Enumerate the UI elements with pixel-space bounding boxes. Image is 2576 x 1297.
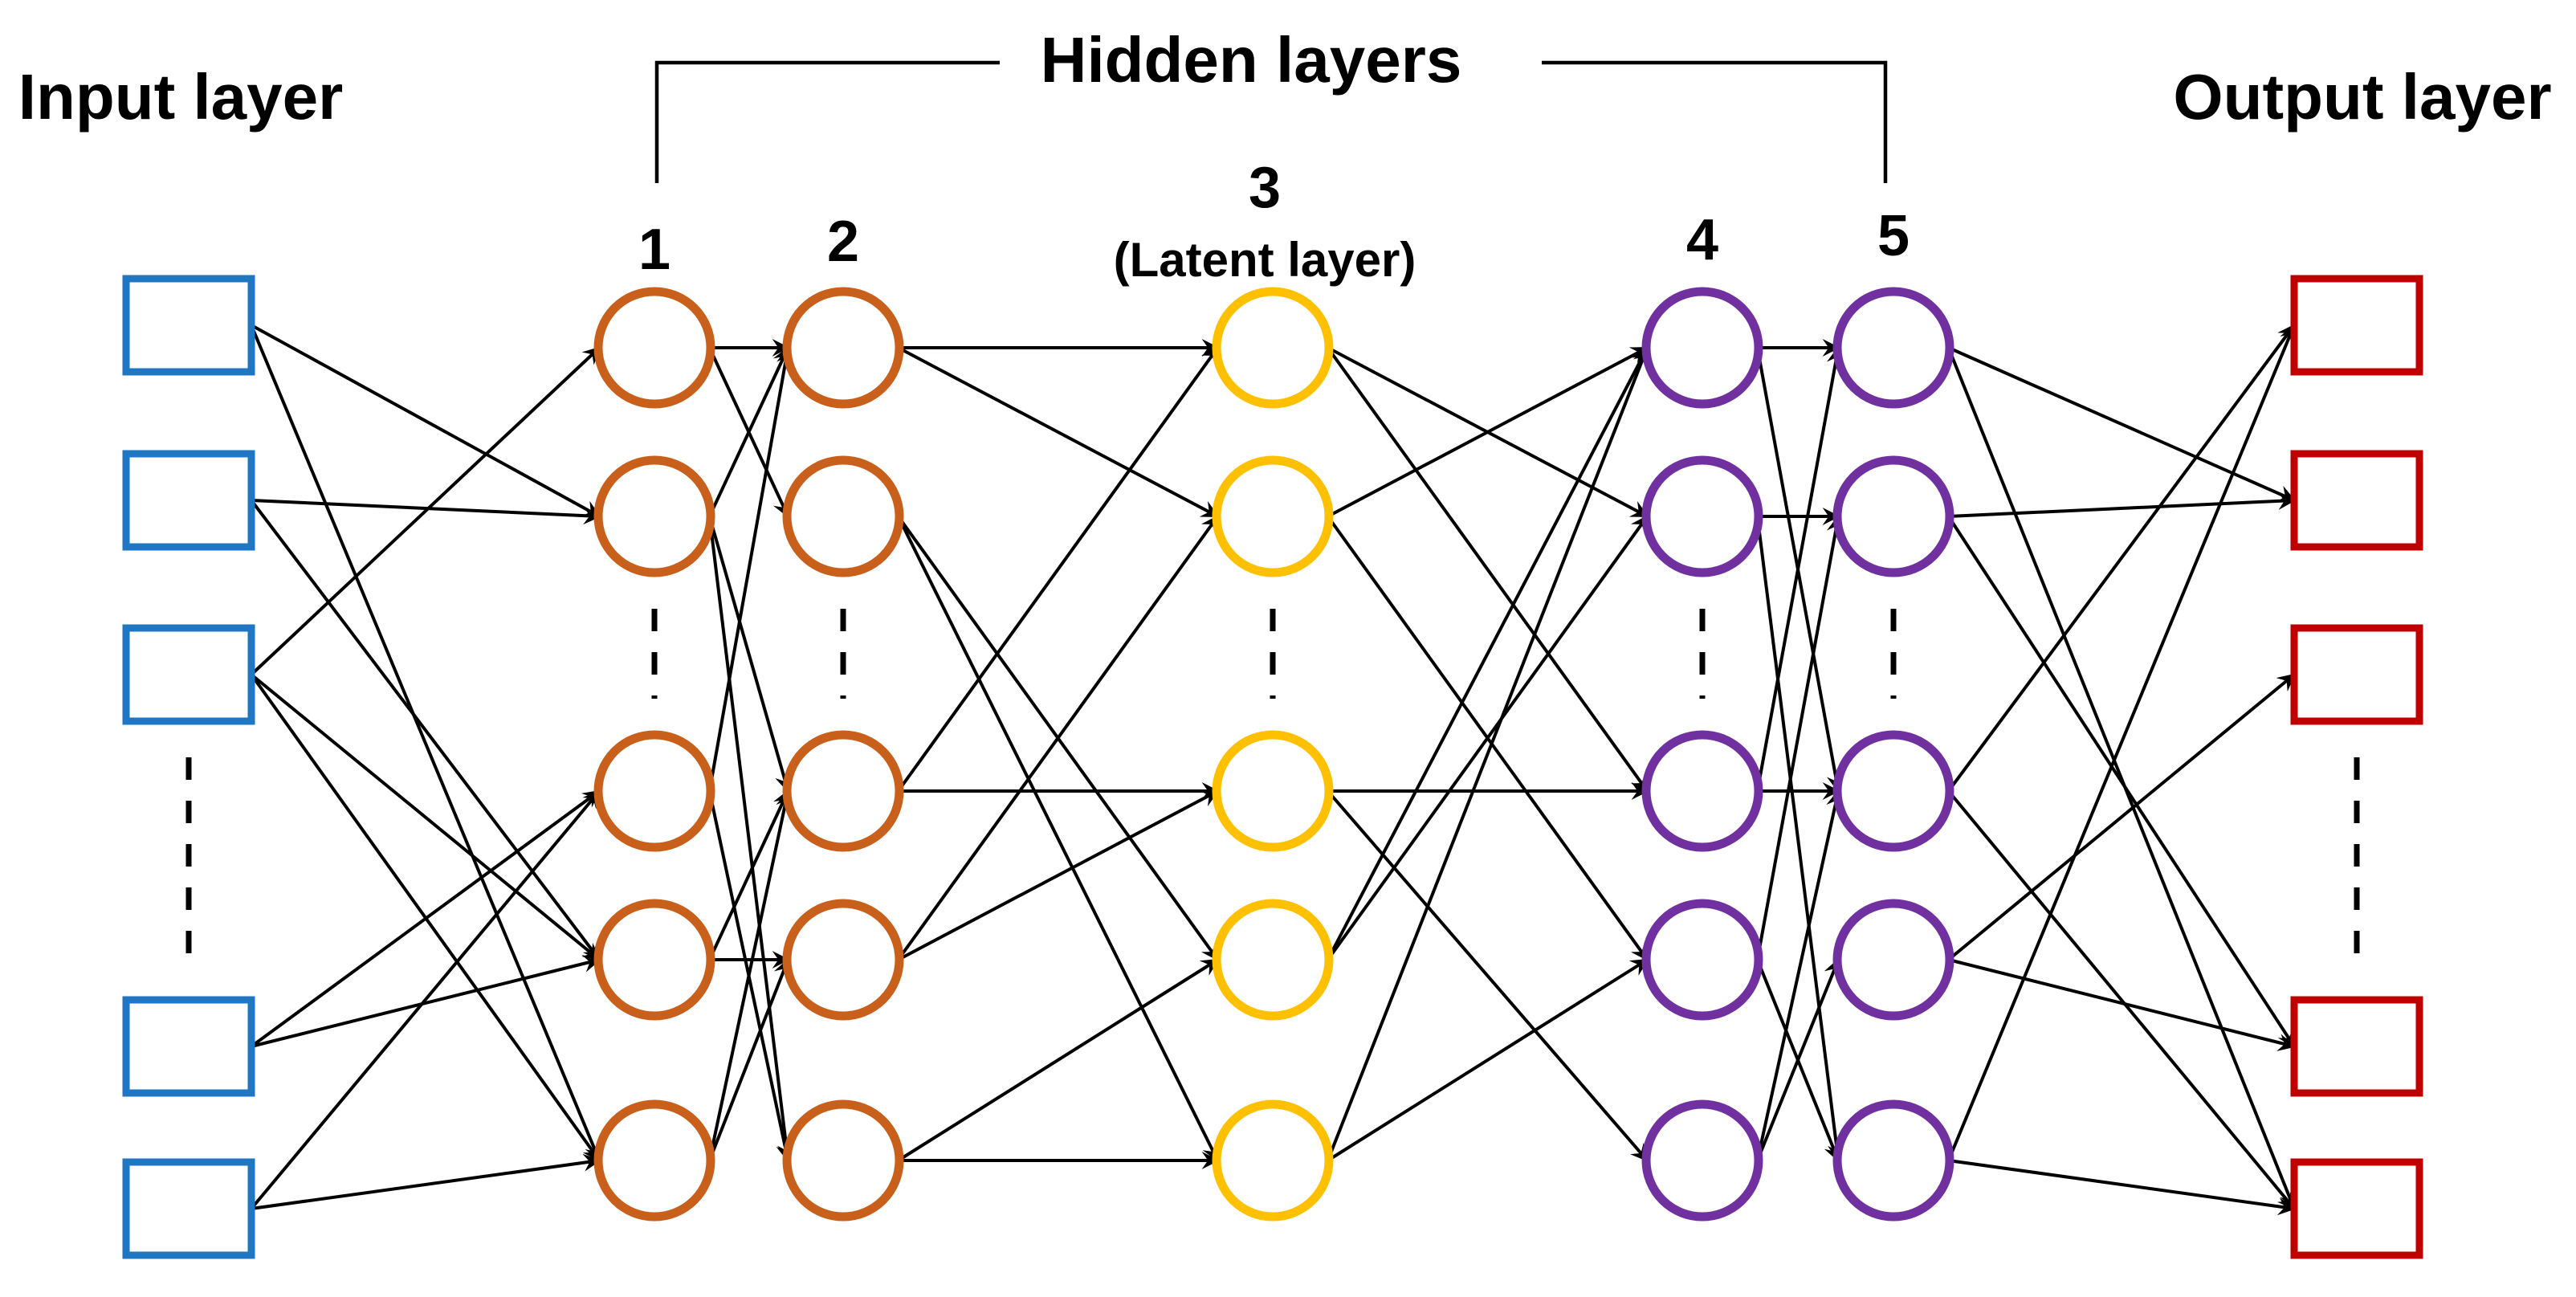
layer-2-label: 2 [827,210,859,274]
h3-node-3 [1212,899,1334,1021]
connection-arrow [1947,673,2296,961]
connection-arrow [707,516,793,793]
h5-node-1 [1832,455,1954,577]
h5-node-2 [1832,730,1954,852]
input-node-2 [122,624,255,725]
connection-arrow [1326,346,1649,793]
connection-arrow [707,957,791,1161]
layer-3-label: 3 [1249,156,1281,220]
connection-arrow [251,324,601,518]
input-layer-label: Input layer [18,61,344,133]
connection-arrow [1326,346,1649,961]
connection-arrow [707,789,790,961]
connections-group [250,323,2297,1216]
connection-arrow [1946,515,2296,1048]
connection-arrow [1946,323,2297,1161]
output-node-4 [2290,1158,2423,1259]
connection-arrow [250,789,601,1048]
connection-arrow [896,515,1220,961]
h5-node-0 [1832,287,1954,409]
connection-arrow [1947,346,2297,503]
connection-arrow [896,516,1220,1162]
connection-arrow [1755,514,1844,961]
h4-node-4 [1641,1099,1763,1222]
connection-arrow [250,346,601,676]
h4-node-0 [1641,287,1763,409]
h4-node-1 [1641,455,1763,577]
connection-arrow [707,789,794,1161]
h3-node-2 [1212,730,1334,852]
input-node-0 [122,275,255,376]
connection-arrow [251,1153,601,1210]
connection-arrow [897,958,1220,1162]
layer-5-label: 5 [1877,204,1910,268]
connection-arrow [1948,958,2297,1051]
ellipsis-group [185,609,2360,964]
connection-arrow [707,516,795,1163]
connection-arrow [707,345,794,792]
output-node-1 [2290,450,2423,551]
output-node-3 [2290,996,2423,1097]
connection-arrow [1327,958,1649,1162]
connection-arrow [251,499,601,525]
h3-node-1 [1212,455,1334,577]
h4-node-3 [1641,899,1763,1021]
connection-arrow [250,499,601,961]
input-node-3 [122,996,255,1097]
connection-arrow [1326,345,1650,1161]
hidden-layers-label: Hidden layers [1041,24,1462,96]
connection-arrow [1946,324,2296,793]
input-node-4 [122,1158,255,1259]
h2-node-3 [782,899,904,1021]
connection-arrow [896,346,1220,793]
connection-arrow [1327,789,1649,1162]
connection-arrow [1948,491,2297,518]
connection-arrow [250,673,601,961]
connection-arrow [1327,346,1649,518]
connection-arrow [251,955,601,1048]
connection-arrow [1755,345,1844,792]
connection-arrow [1947,789,2296,1210]
connection-arrow [897,789,1220,961]
latent-layer-label: (Latent layer) [1114,233,1416,287]
connection-arrow [250,324,601,1163]
h1-node-4 [593,1099,715,1222]
input-node-1 [122,450,255,551]
output-node-0 [2290,275,2423,376]
connection-arrow [1755,516,1845,1163]
h1-node-3 [593,899,715,1021]
h1-node-2 [593,730,715,852]
h3-node-0 [1212,287,1334,409]
connection-arrow [897,346,1220,518]
h2-node-4 [782,1099,904,1222]
h4-node-2 [1641,730,1763,852]
connection-arrow [250,789,601,1210]
layer-1-label: 1 [638,218,670,282]
h5-node-3 [1832,899,1954,1021]
layer-4-label: 4 [1686,208,1718,272]
connection-arrow [1755,957,1841,1161]
connection-arrow [1948,1159,2297,1216]
connection-arrow [707,346,790,517]
h1-node-0 [593,287,715,409]
h3-node-4 [1212,1099,1334,1222]
h1-node-1 [593,455,715,577]
output-node-2 [2290,624,2423,725]
output-layer-label: Output layer [2173,61,2551,133]
connection-arrow [1946,347,2297,1211]
h2-node-0 [782,287,904,409]
h2-node-1 [782,455,904,577]
h2-node-2 [782,730,904,852]
nodes-group [122,275,2423,1259]
hidden-bracket-left [654,60,1000,183]
h5-node-4 [1832,1099,1954,1222]
hidden-bracket-right [1542,60,1888,183]
connection-arrow [1755,789,1844,1161]
connection-arrow [1326,515,1649,961]
